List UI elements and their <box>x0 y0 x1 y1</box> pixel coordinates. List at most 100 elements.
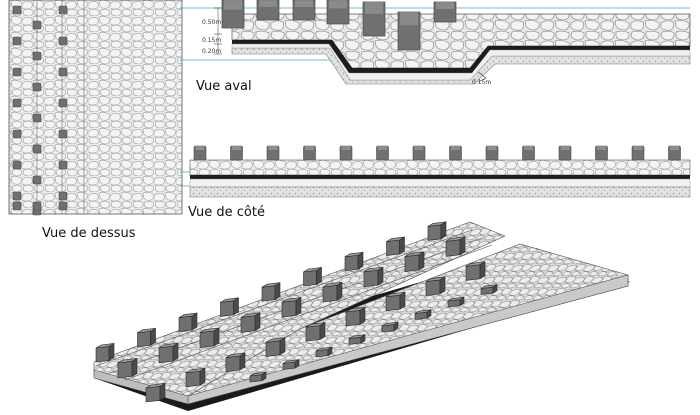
perspective-step-line <box>124 244 493 381</box>
slope-marker <box>477 71 487 83</box>
block <box>199 327 220 348</box>
label-downstream-view: Vue aval <box>196 79 252 94</box>
block-highlight <box>232 146 241 150</box>
block-side-face <box>492 284 498 294</box>
side-membrane <box>190 175 690 179</box>
block-side-face <box>233 297 239 316</box>
block-side-face <box>191 312 198 331</box>
block-front-face <box>178 315 193 332</box>
block-front-face <box>117 360 133 379</box>
block-highlight <box>305 146 314 150</box>
downstream-bedding-layer <box>231 43 691 81</box>
block <box>240 312 261 333</box>
side-stone-layer <box>189 159 691 176</box>
block-side-face <box>213 327 220 347</box>
dimension-label-d2: 0.15m <box>202 37 221 44</box>
block <box>385 291 406 312</box>
block <box>32 144 42 154</box>
block <box>12 191 22 201</box>
downstream-membrane <box>232 40 690 73</box>
perspective-view <box>93 221 630 411</box>
block <box>322 281 343 303</box>
block-highlight <box>487 146 497 150</box>
block-side-face <box>440 221 447 240</box>
block <box>12 160 22 170</box>
block-highlight <box>195 146 205 150</box>
block <box>12 5 22 15</box>
block-highlight <box>329 0 347 9</box>
block-side-face <box>393 321 399 332</box>
block-highlight <box>259 0 277 7</box>
block <box>117 357 138 379</box>
block-side-face <box>418 251 425 271</box>
block <box>12 67 22 77</box>
block-front-face <box>465 264 481 281</box>
block-highlight <box>436 2 454 9</box>
perspective-blocks <box>95 221 498 403</box>
block-side-face <box>377 266 384 286</box>
block <box>95 342 115 363</box>
block <box>427 221 447 241</box>
block-side-face <box>199 367 206 386</box>
block <box>32 51 42 61</box>
block <box>58 67 68 77</box>
label-side-view: Vue de côté <box>188 205 265 220</box>
block <box>178 312 198 332</box>
block-front-face <box>225 355 241 372</box>
downstream-view-section: 0.50m 0.15m 0.20m 0.15m <box>180 0 691 86</box>
block <box>32 113 42 123</box>
block-highlight <box>224 0 242 10</box>
block <box>348 334 366 345</box>
block-highlight <box>295 0 313 7</box>
block-side-face <box>295 296 302 317</box>
block-front-face <box>145 385 161 403</box>
block-side-face <box>254 312 261 332</box>
block-side-face <box>439 276 446 295</box>
top-view-plan <box>8 0 183 216</box>
block-front-face <box>345 309 361 327</box>
block <box>12 36 22 46</box>
block-side-face <box>159 382 166 401</box>
block-front-face <box>425 279 441 296</box>
block <box>425 276 446 296</box>
block <box>404 251 425 272</box>
block-side-face <box>399 291 406 310</box>
block <box>185 367 206 388</box>
block <box>265 337 286 357</box>
block <box>58 129 68 139</box>
block-front-face <box>385 294 401 312</box>
block <box>447 296 465 308</box>
block-front-face <box>303 270 317 287</box>
block <box>32 82 42 92</box>
side-bedding-layer <box>189 178 691 188</box>
block <box>12 201 22 211</box>
block-front-face <box>427 224 442 241</box>
block-side-face <box>261 371 267 382</box>
block-front-face <box>220 300 234 317</box>
block-highlight <box>633 146 643 150</box>
block <box>249 371 267 383</box>
block-side-face <box>108 342 115 361</box>
block <box>305 321 326 342</box>
block-side-face <box>459 296 465 307</box>
side-view-section <box>180 145 691 198</box>
block-side-face <box>279 337 286 356</box>
block <box>12 98 22 108</box>
block-highlight <box>400 12 418 26</box>
block <box>220 297 239 317</box>
block-front-face <box>240 315 256 333</box>
block <box>261 282 281 302</box>
block-highlight <box>414 146 424 150</box>
block-side-face <box>360 334 366 344</box>
block-side-face <box>479 261 486 280</box>
block-side-face <box>319 321 326 341</box>
downstream-blocks <box>221 0 457 51</box>
dimension-label-d3: 0.20m <box>202 48 221 55</box>
block <box>145 382 166 403</box>
block-highlight <box>670 146 679 150</box>
block-front-face <box>386 239 400 256</box>
label-top-view: Vue de dessus <box>42 226 136 241</box>
block-front-face <box>363 269 379 288</box>
block-highlight <box>597 146 606 150</box>
